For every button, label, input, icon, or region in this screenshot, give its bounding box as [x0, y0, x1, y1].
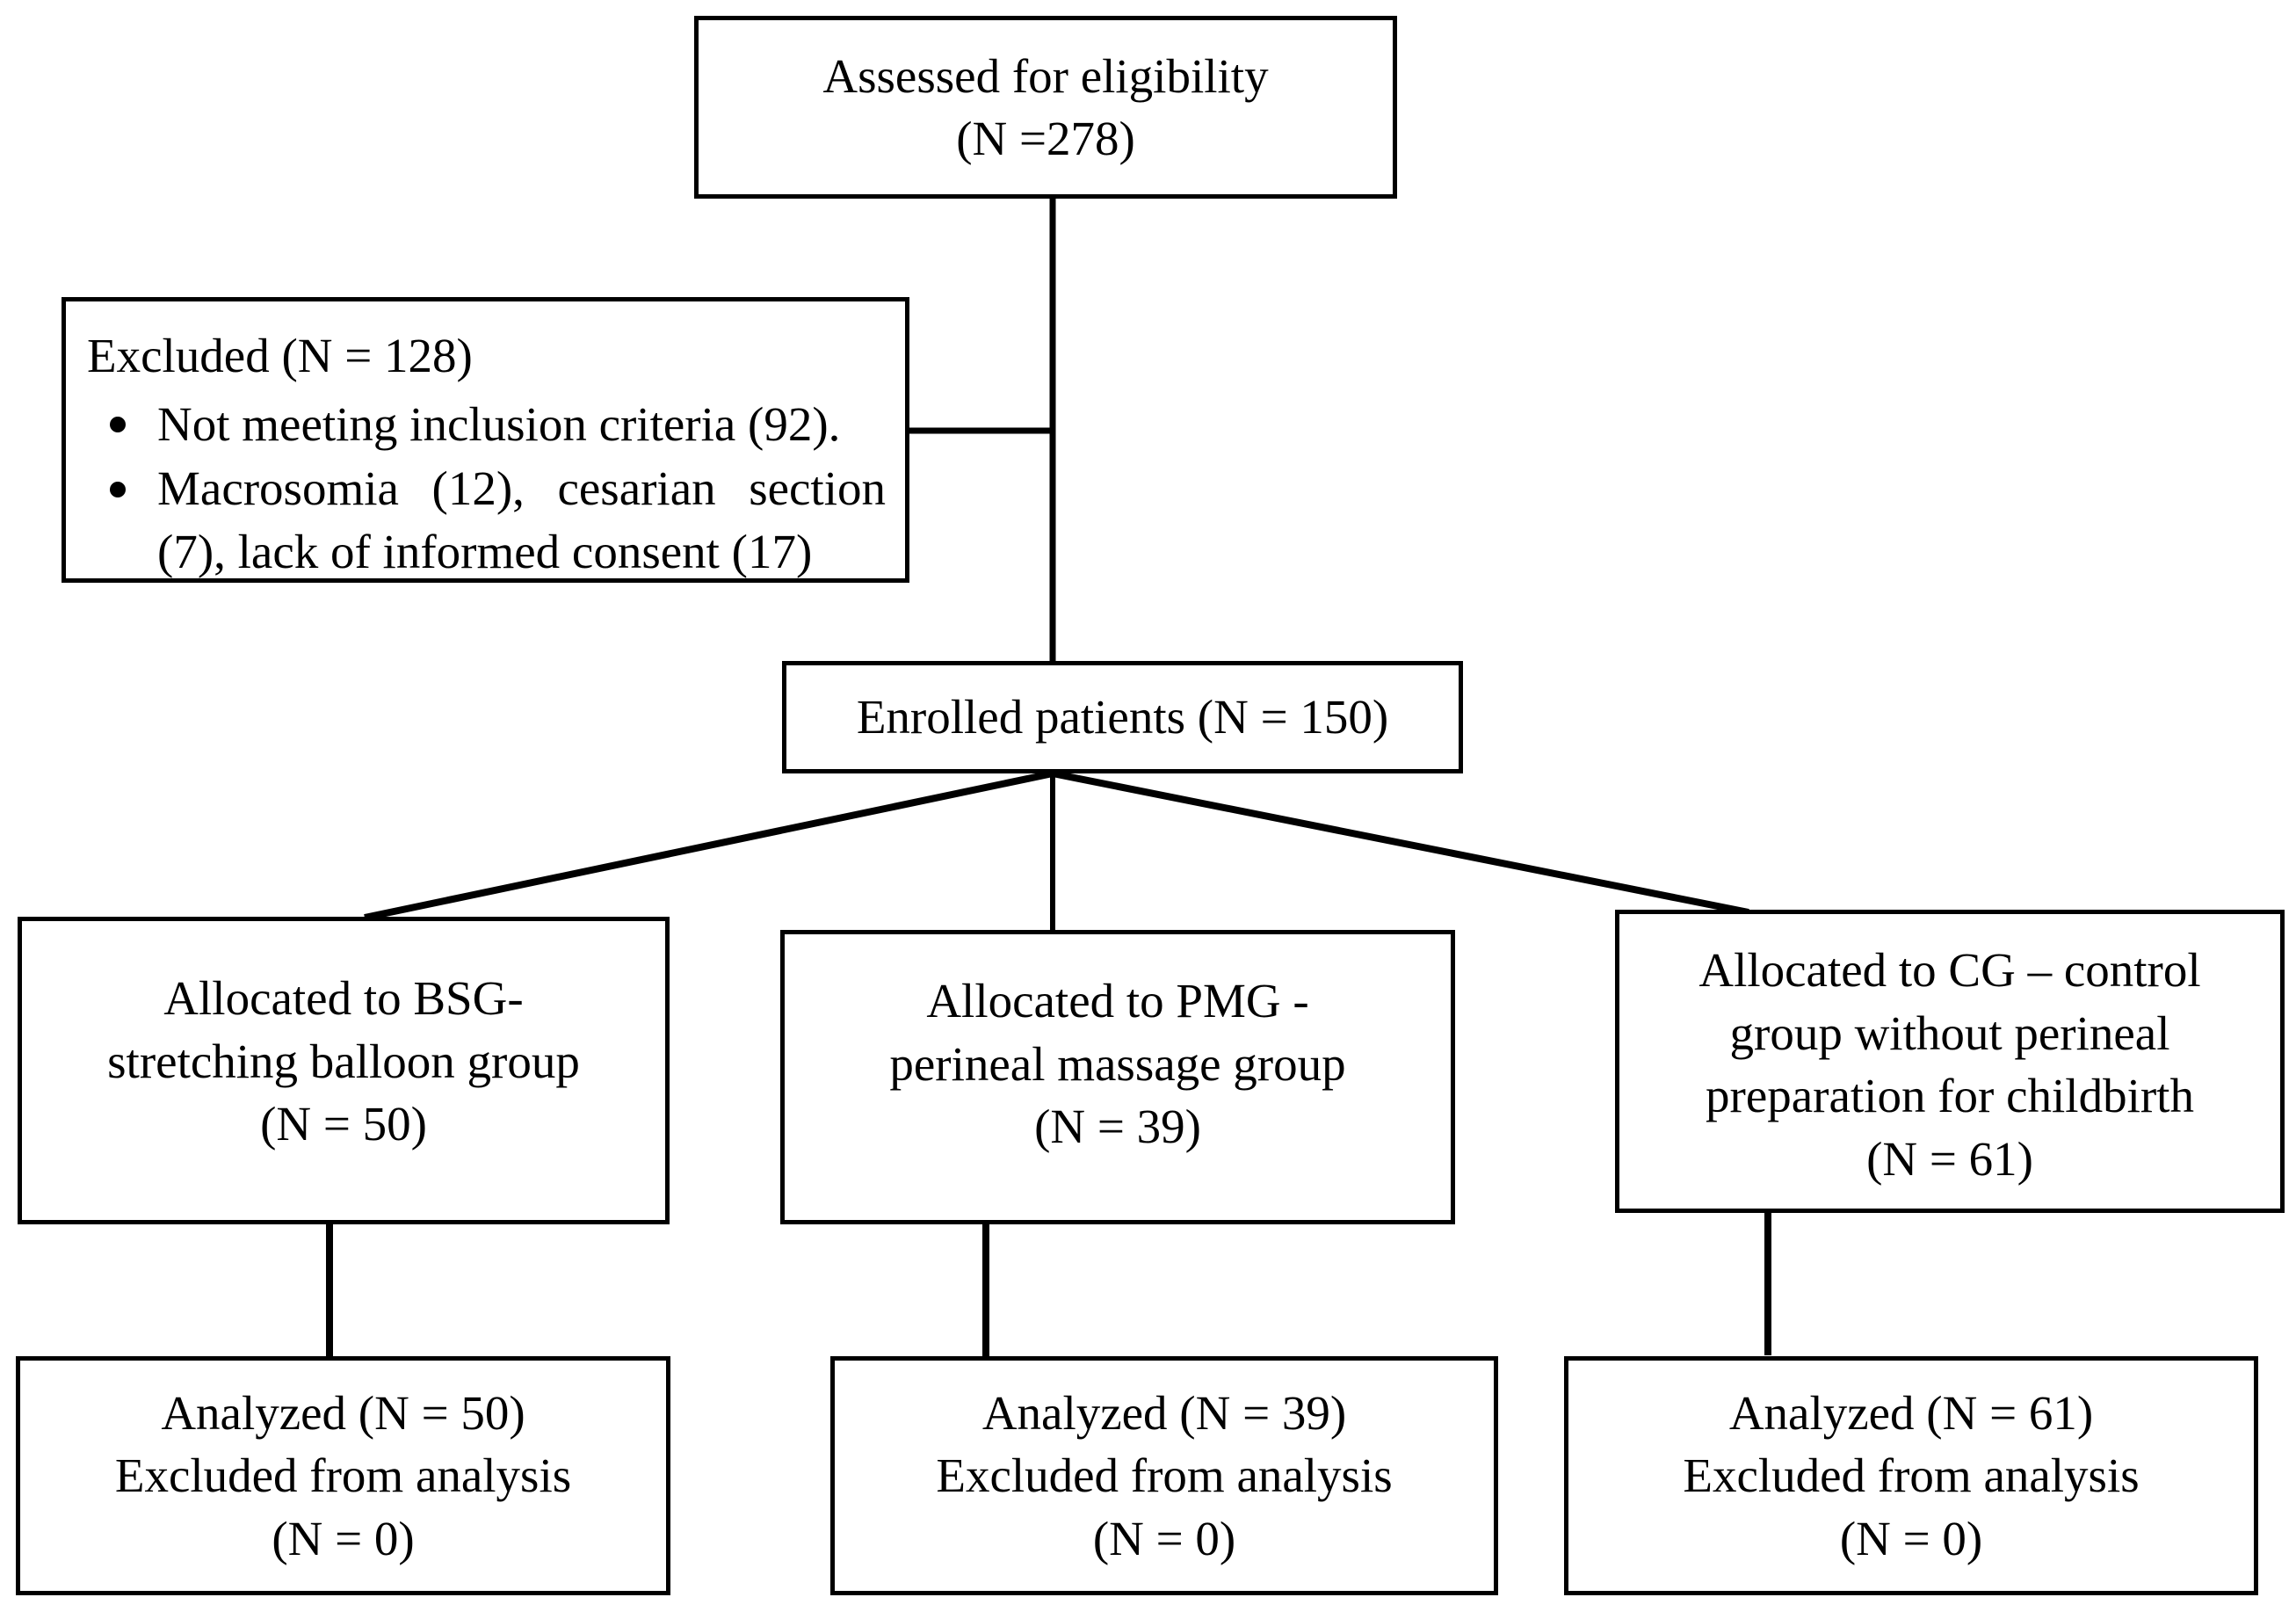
node-alloc-pmg-line-2: perineal massage group [889, 1036, 1346, 1091]
node-analyzed-cg: Analyzed (N = 61) Excluded from analysis… [1564, 1356, 2258, 1595]
node-alloc-bsg-line-2: stretching balloon group [107, 1034, 580, 1088]
excluded-reason-text: Macrosomia (12), cesarian section (7), l… [157, 461, 886, 578]
excluded-heading: Excluded (N = 128) [87, 329, 473, 382]
node-alloc-cg-line-2: group without perineal [1729, 1006, 2170, 1060]
node-analyzed-cg-line-3: (N = 0) [1839, 1511, 1983, 1565]
connector-enrolled-to-cg [1052, 770, 1749, 916]
node-alloc-pmg-line-3: (N = 39) [1034, 1100, 1201, 1153]
node-analyzed-cg-line-1: Analyzed (N = 61) [1728, 1385, 2094, 1440]
node-analyzed-bsg: Analyzed (N = 50) Excluded from analysis… [16, 1356, 670, 1595]
node-assessed-line-2: (N =278) [956, 112, 1135, 165]
node-allocated-pmg: Allocated to PMG - perineal massage grou… [780, 930, 1455, 1224]
node-alloc-cg-line-1: Allocated to CG – control [1698, 943, 2201, 997]
excluded-reason-item: Not meeting inclusion criteria (92). [87, 393, 886, 456]
node-analyzed-bsg-line-2: Excluded from analysis [114, 1448, 572, 1503]
node-assessed-for-eligibility: Assessed for eligibility (N =278) [694, 16, 1397, 199]
node-analyzed-pmg: Analyzed (N = 39) Excluded from analysis… [830, 1356, 1498, 1595]
node-alloc-bsg-line-1: Allocated to BSG- [163, 971, 524, 1025]
node-analyzed-pmg-line-3: (N = 0) [1092, 1511, 1236, 1565]
node-analyzed-bsg-line-1: Analyzed (N = 50) [161, 1385, 525, 1440]
excluded-reason-list: Not meeting inclusion criteria (92). Mac… [87, 393, 886, 584]
node-alloc-cg-line-3: preparation for childbirth [1706, 1069, 2194, 1122]
node-analyzed-pmg-line-1: Analyzed (N = 39) [981, 1385, 1347, 1440]
excluded-reason-text: Not meeting inclusion criteria (92). [157, 396, 841, 451]
node-enrolled-line-1: Enrolled patients (N = 150) [856, 690, 1389, 744]
node-alloc-cg-line-4: (N = 61) [1866, 1131, 2033, 1186]
node-alloc-pmg-line-1: Allocated to PMG - [926, 974, 1309, 1027]
node-allocated-cg: Allocated to CG – control group without … [1615, 910, 2285, 1213]
node-analyzed-pmg-line-2: Excluded from analysis [936, 1448, 1393, 1503]
node-assessed-line-1: Assessed for eligibility [822, 48, 1269, 103]
bullet-icon [110, 417, 126, 432]
excluded-reason-item: Macrosomia (12), cesarian section (7), l… [87, 457, 886, 583]
node-alloc-bsg-line-3: (N = 50) [260, 1097, 427, 1151]
bullet-icon [110, 481, 126, 497]
connector-enrolled-to-bsg [364, 770, 1054, 921]
node-excluded: Excluded (N = 128) Not meeting inclusion… [62, 297, 909, 583]
node-analyzed-bsg-line-3: (N = 0) [272, 1511, 415, 1565]
node-enrolled-patients: Enrolled patients (N = 150) [782, 661, 1463, 773]
node-analyzed-cg-line-2: Excluded from analysis [1683, 1448, 2140, 1503]
node-allocated-bsg: Allocated to BSG- stretching balloon gro… [18, 917, 670, 1224]
